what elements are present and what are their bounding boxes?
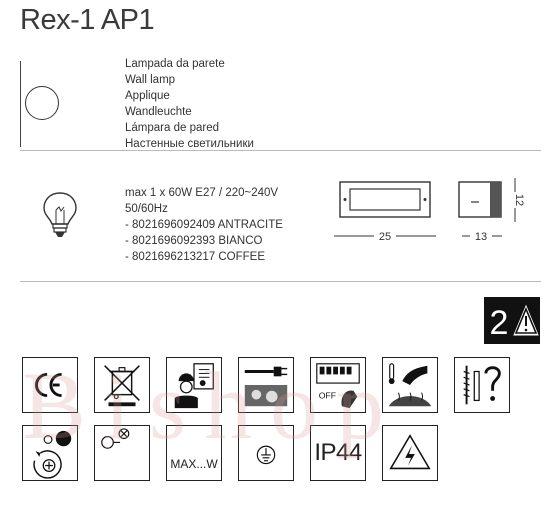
switch-off-icon: OFF xyxy=(311,358,365,412)
product-names-list: Lampada da parete Wall lamp Applique Wan… xyxy=(125,56,254,152)
earth-ground-icon xyxy=(239,426,293,480)
product-name-it: Lampada da parete xyxy=(125,56,254,72)
lamp-bulb-tile xyxy=(94,425,150,481)
spec-code-bianco: - 8021696092393 BIANCO xyxy=(125,233,283,249)
ce-mark-tile xyxy=(22,357,78,413)
dimension-drawing: 25 13 12 xyxy=(330,172,545,247)
side-view-wall-plate xyxy=(490,182,501,217)
qualified-electrician-icon xyxy=(167,358,221,412)
dimension-depth: 13 xyxy=(475,231,487,243)
front-view-window xyxy=(350,189,420,210)
product-name-en: Wall lamp xyxy=(125,72,254,88)
electrician-tile xyxy=(166,357,222,413)
replace-bulb-icon xyxy=(23,426,77,480)
electric-hazard-tile xyxy=(382,425,438,481)
wall-lamp-front-icon xyxy=(25,86,59,120)
light-bulb-icon xyxy=(40,190,80,240)
screws-question-tile xyxy=(454,357,510,413)
wall-mount-line xyxy=(20,61,21,147)
disconnect-tile xyxy=(238,357,294,413)
max-watt-label: MAX...W xyxy=(170,457,217,471)
off-label: OFF xyxy=(319,391,336,401)
dimension-height: 12 xyxy=(513,194,525,206)
disconnect-power-icon xyxy=(239,358,293,412)
heat-surface-tile xyxy=(382,357,438,413)
max-watt-tile: MAX...W xyxy=(166,425,222,481)
screws-question-icon xyxy=(455,358,509,412)
weee-tile xyxy=(94,357,150,413)
divider-bottom xyxy=(20,281,541,282)
ip-rating-tile: IP44 xyxy=(310,425,366,481)
spec-code-coffee: - 8021696213217 COFFEE xyxy=(125,249,283,265)
front-view-outline xyxy=(340,182,430,217)
earth-tile xyxy=(238,425,294,481)
class-badge-number: 2 xyxy=(490,304,509,342)
spec-code-antracite: - 8021696092409 ANTRACITE xyxy=(125,217,283,233)
ip-rating-icon: IP44 xyxy=(314,439,361,467)
product-name-de: Wandleuchte xyxy=(125,104,254,120)
product-name-es: Lámpara de pared xyxy=(125,120,254,136)
specs-list: max 1 x 60W E27 / 220~240V 50/60Hz - 802… xyxy=(125,185,283,265)
divider-top xyxy=(20,150,541,151)
spec-power: max 1 x 60W E27 / 220~240V xyxy=(125,185,283,201)
ce-mark-icon xyxy=(23,358,77,412)
electric-hazard-icon xyxy=(383,426,437,480)
spec-frequency: 50/60Hz xyxy=(125,201,283,217)
weee-bin-icon xyxy=(95,358,149,412)
product-name-fr: Applique xyxy=(125,88,254,104)
product-title: Rex-1 AP1 xyxy=(20,4,154,37)
replace-bulb-tile xyxy=(22,425,78,481)
class-2-warning-icon: 2 xyxy=(484,297,540,344)
lamp-bulb-icon xyxy=(95,426,149,480)
heat-surface-icon xyxy=(383,358,437,412)
switch-off-tile: OFF xyxy=(310,357,366,413)
dimension-width: 25 xyxy=(379,231,391,243)
